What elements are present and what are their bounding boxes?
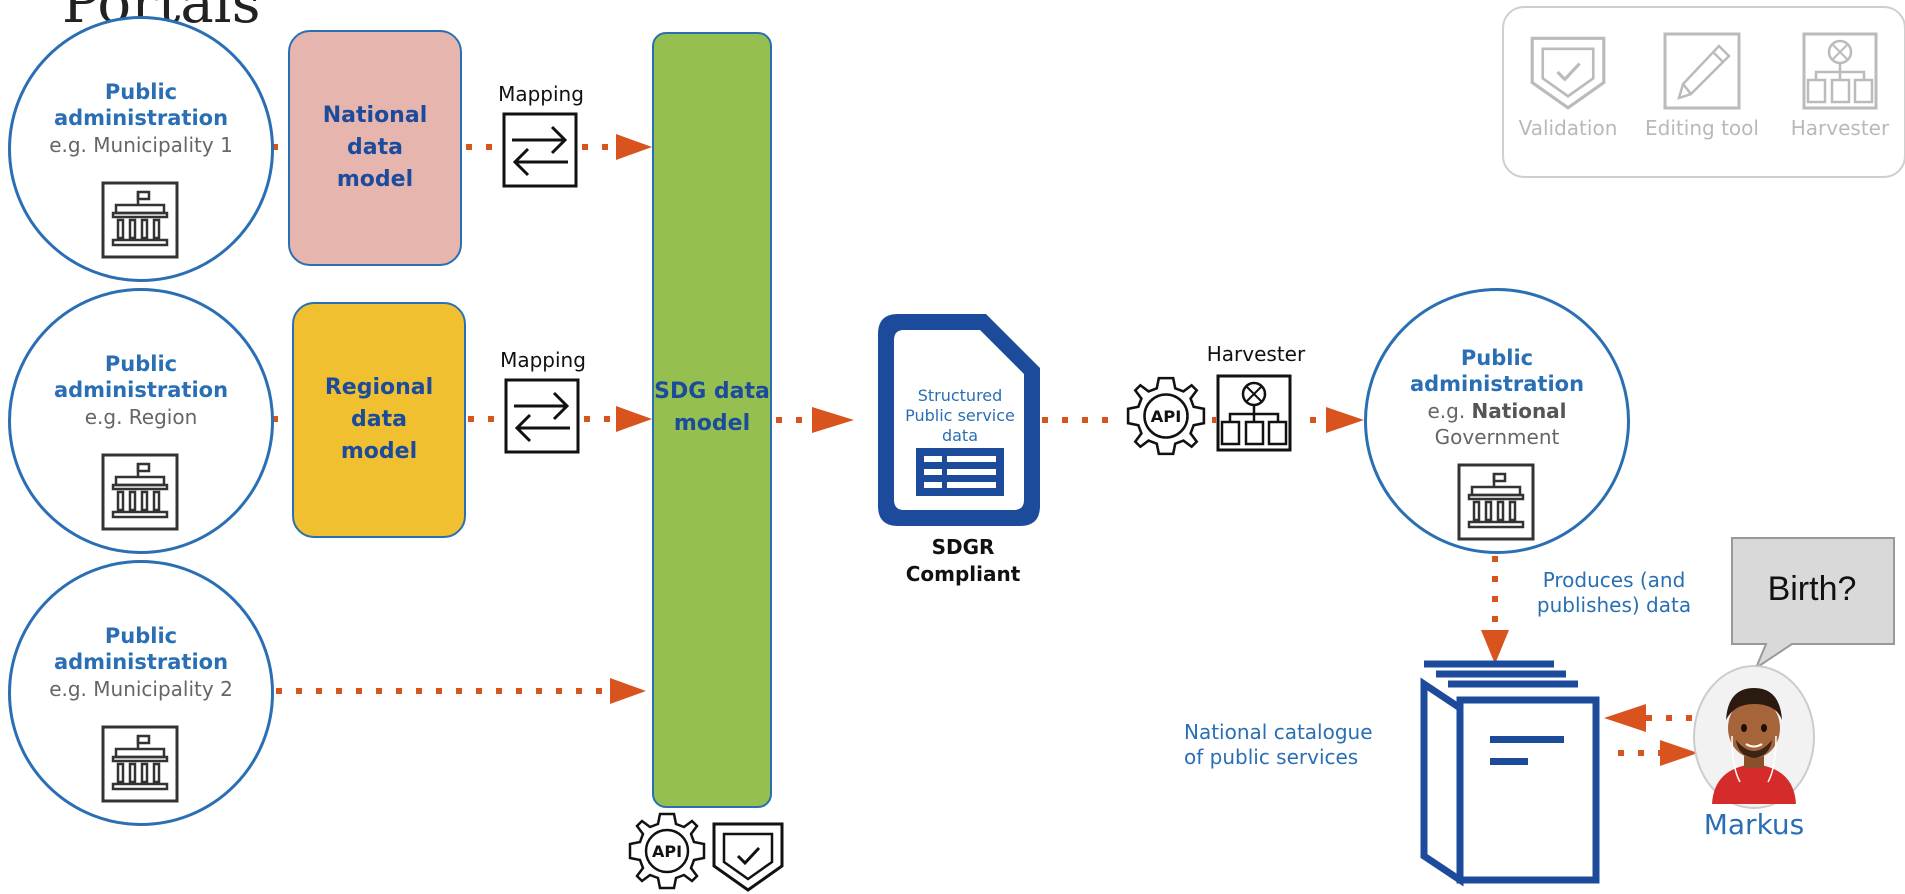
national-government-circle: Public administration e.g. National Gove… [1364,288,1630,554]
mapping-label: Mapping [500,348,586,372]
source-subtitle: e.g. Municipality 2 [49,677,233,701]
government-building-icon [1457,463,1535,541]
api-gear-icon: API [628,812,706,890]
national-model-label: National data model [322,103,428,192]
speech-text: Birth? [1767,570,1857,608]
government-building-icon [101,725,179,803]
api-gear-icon: API [1126,376,1206,456]
source-subtitle: e.g. Municipality 1 [49,133,233,157]
arrowhead [616,406,652,432]
harvester-label: Harvester [1206,342,1306,366]
national-gov-bold: National [1471,399,1567,423]
source-title: Public administration [53,352,229,402]
catalogue-book-icon [1420,660,1600,887]
document-text: Structured Public service data [905,386,1015,445]
national-gov-rest: Government [1434,425,1560,449]
tool-validation[interactable]: Validation [1510,32,1626,141]
arrowhead [1660,740,1698,766]
arrowhead [616,134,652,160]
national-data-model-box: National data model [288,30,462,266]
arrowhead [1326,407,1364,433]
tool-label: Harvester [1790,116,1890,140]
source-title: Public administration [53,624,229,674]
source-circle-3: Public administration e.g. Municipality … [8,560,274,826]
user-name: Markus [1703,808,1805,841]
national-gov-title: Public administration [1409,346,1585,396]
editing-pencil-icon [1663,32,1741,110]
mapping-swap-icon [502,112,578,188]
tools-panel: Validation Editing tool Harveste [1502,6,1905,178]
harvester-icon [1216,374,1292,452]
produces-label: Produces (and publishes) data [1536,568,1692,617]
validation-shield-icon [712,822,784,892]
structured-data-document-icon [878,314,1040,526]
government-building-icon [101,181,179,259]
sdg-model-label: SDG data model [654,379,770,436]
user-avatar-icon [1693,665,1815,809]
government-building-icon [101,453,179,531]
regional-data-model-box: Regional data model [292,302,466,538]
sdg-data-model-bar: SDG data model [652,32,772,808]
source-circle-2: Public administration e.g. Region [8,288,274,554]
speech-bubble-shape [1731,537,1895,671]
arrowhead [1604,704,1646,732]
source-circle-1: Public administration e.g. Municipality … [8,16,274,282]
tool-harvester[interactable]: Harvester [1778,32,1902,141]
tool-label: Validation [1518,116,1618,140]
tool-editing[interactable]: Editing tool [1644,32,1760,141]
source-title: Public administration [53,80,229,130]
harvester-icon [1802,32,1878,110]
arrowhead [610,678,646,704]
mapping-swap-icon [504,378,580,454]
svg-text:API: API [652,842,682,861]
document-caption: SDGR Compliant [905,535,1021,586]
regional-model-label: Regional data model [324,375,434,464]
national-gov-prefix: e.g. [1427,399,1472,423]
svg-text:API: API [1151,407,1182,426]
arrowhead [1481,630,1509,664]
catalogue-label: National catalogue of public services [1184,720,1373,769]
tool-label: Editing tool [1645,116,1759,140]
source-subtitle: e.g. Region [84,405,198,429]
national-gov-subtitle: e.g. National Government [1377,398,1617,450]
validation-shield-icon [1530,36,1606,110]
arrowhead [812,407,854,433]
mapping-label: Mapping [498,82,584,106]
